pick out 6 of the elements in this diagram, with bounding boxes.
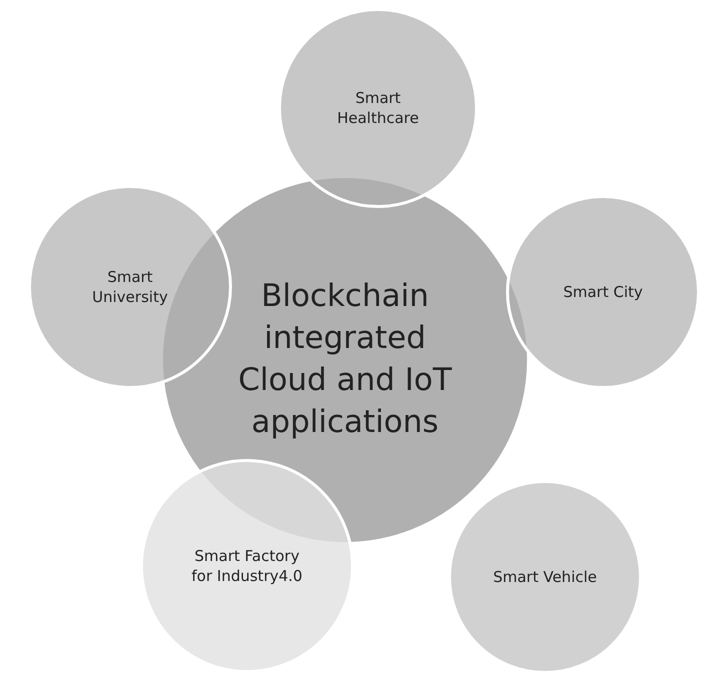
circle-label: Smart Vehicle <box>492 566 598 588</box>
circle-label: Blockchain integrated Cloud and IoT applications <box>237 277 453 442</box>
circle-label: Smart City <box>562 282 644 302</box>
circle-label: Smart University <box>91 266 169 308</box>
circle-label: Smart Factory for Industry4.0 <box>190 546 304 586</box>
circle-label: Smart Healthcare <box>336 88 420 128</box>
